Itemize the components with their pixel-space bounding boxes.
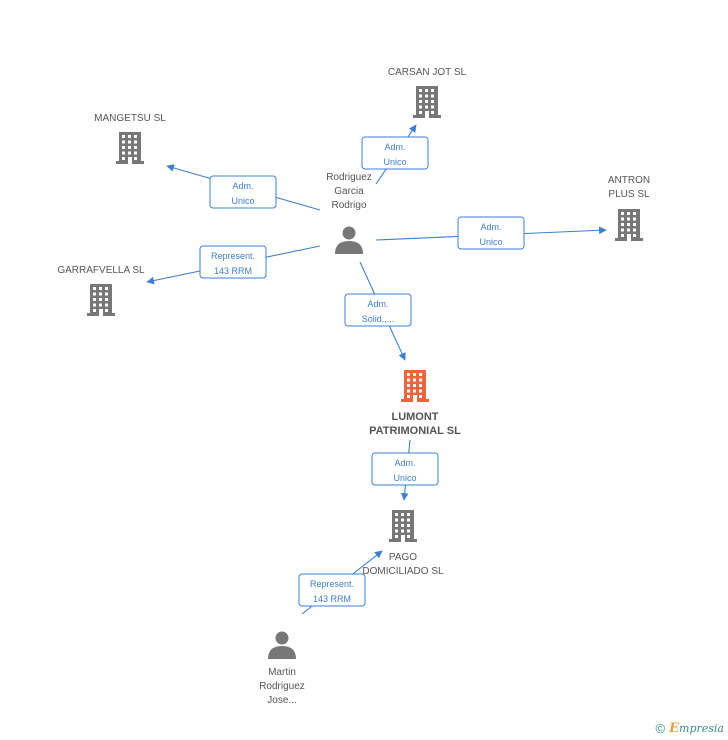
relation-label-box xyxy=(344,293,412,327)
edge-martin-pago: Represent. 143 RRM xyxy=(298,550,383,615)
edge-rodrigo-carsan: Adm. Unico xyxy=(361,124,429,185)
node-label: Rodrigo xyxy=(331,200,366,211)
node-label: Rodriguez xyxy=(326,172,372,183)
relation-label-text: Represent. xyxy=(211,251,255,261)
node-label: Jose... xyxy=(267,695,296,706)
brand-initial: E xyxy=(669,721,680,736)
relation-label[interactable]: Adm. Unico xyxy=(209,175,277,209)
nodes-layer: CARSAN JOT SL MANGETSU SL ANTRON PLUS SL GAR… xyxy=(57,67,650,706)
edge-rodrigo-lumont: Adm. Solid.,... xyxy=(344,261,412,361)
building-icon xyxy=(401,370,429,402)
relation-label-text: 143 RRM xyxy=(214,266,252,276)
relation-label-text: Adm. xyxy=(232,181,253,191)
edge-rodrigo-mangetsu: Adm. Unico xyxy=(166,164,321,211)
relation-label-text: Unico xyxy=(479,237,502,247)
node-label: Garcia xyxy=(334,186,364,197)
node-label: Rodriguez xyxy=(259,681,305,692)
brand-logo[interactable]: Empresia xyxy=(669,721,724,736)
relation-label-text: 143 RRM xyxy=(313,594,351,604)
edge-rodrigo-antron: Adm. Unico xyxy=(375,216,607,250)
relation-label[interactable]: Represent. 143 RRM xyxy=(199,245,267,279)
node-label: MANGETSU SL xyxy=(94,113,166,124)
edges-layer: Adm.UnicoAdm.UnicoAdm.UnicoRepresent.143… xyxy=(146,124,607,615)
relation-label-text: Adm. xyxy=(394,458,415,468)
building-icon xyxy=(413,86,441,118)
relation-label-box xyxy=(361,136,429,170)
person-icon xyxy=(335,226,363,254)
brand-name: mpresia xyxy=(679,722,724,735)
node-label: PAGO xyxy=(389,552,417,563)
node-label: Martin xyxy=(268,667,296,678)
node-pago[interactable]: PAGO DOMICILIADO SL xyxy=(362,510,444,577)
relation-label[interactable]: Adm. Unico xyxy=(457,216,525,250)
relation-label-text: Represent. xyxy=(310,579,354,589)
node-label: DOMICILIADO SL xyxy=(362,566,444,577)
person-icon xyxy=(268,631,296,659)
relation-label-box xyxy=(457,216,525,250)
relation-label-box xyxy=(298,573,366,607)
node-label: PLUS SL xyxy=(608,189,650,200)
relation-label-box xyxy=(209,175,277,209)
relation-label-text: Adm. xyxy=(480,222,501,232)
relation-label-text: Adm. xyxy=(384,142,405,152)
edge-rodrigo-garrafvella: Represent. 143 RRM xyxy=(146,245,321,285)
building-icon xyxy=(389,510,417,542)
relation-label-text: Unico xyxy=(393,473,416,483)
relation-label[interactable]: Adm. Unico xyxy=(361,136,429,170)
node-antron[interactable]: ANTRON PLUS SL xyxy=(608,175,650,241)
node-martin[interactable]: MartinRodriguezJose... xyxy=(259,631,305,707)
node-mangetsu[interactable]: MANGETSU SL xyxy=(94,113,166,164)
relation-label-text: Unico xyxy=(231,196,254,206)
relation-label-text: Unico xyxy=(383,157,406,167)
node-lumont[interactable]: LUMONT PATRIMONIAL SL xyxy=(369,370,461,437)
node-label: PATRIMONIAL SL xyxy=(369,425,461,437)
relation-label-box xyxy=(371,452,439,486)
building-icon xyxy=(615,209,643,241)
node-label: ANTRON xyxy=(608,175,650,186)
edge-lumont-pago: Adm. Unico xyxy=(371,439,439,501)
node-label: CARSAN JOT SL xyxy=(388,67,467,78)
relation-label-text: Solid.,... xyxy=(362,314,395,324)
relation-label[interactable]: Represent. 143 RRM xyxy=(298,573,366,607)
node-carsan[interactable]: CARSAN JOT SL xyxy=(388,67,467,118)
building-icon xyxy=(116,132,144,164)
relation-label[interactable]: Adm. Solid.,... xyxy=(344,293,412,327)
copyright-symbol: © xyxy=(655,721,666,736)
relation-label[interactable]: Adm. Unico xyxy=(371,452,439,486)
building-icon xyxy=(87,284,115,316)
node-label: GARRAFVELLA SL xyxy=(57,265,145,276)
node-garrafvella[interactable]: GARRAFVELLA SL xyxy=(57,265,145,316)
footer-brand: © Empresia xyxy=(656,721,724,736)
node-label: LUMONT xyxy=(391,411,438,423)
relation-label-text: Adm. xyxy=(367,299,388,309)
relation-label-box xyxy=(199,245,267,279)
